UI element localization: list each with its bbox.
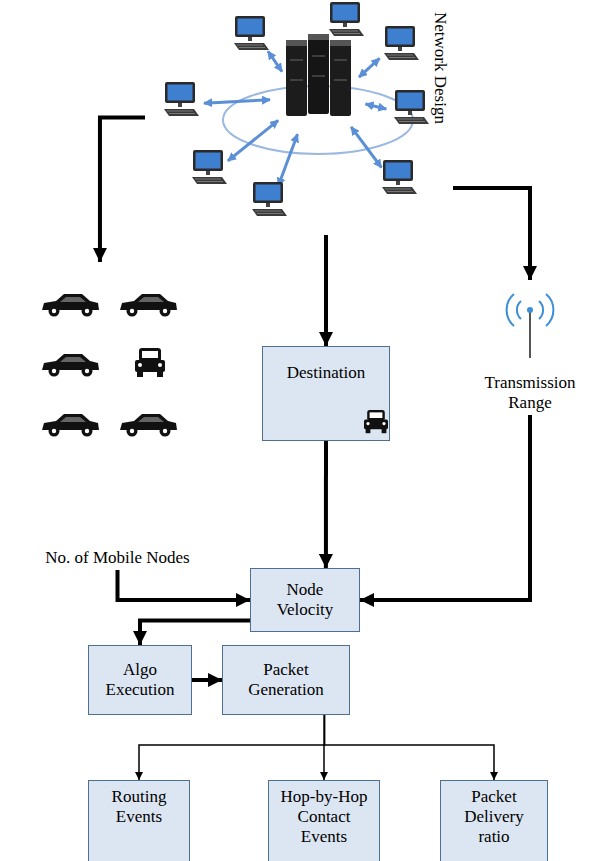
process-box: Packet Generation <box>222 645 350 715</box>
flow-arrow <box>453 188 530 280</box>
flow-arrow <box>140 620 250 645</box>
node-label: Packet Delivery ratio <box>449 787 539 847</box>
flow-arrow <box>192 678 222 682</box>
network-illustration <box>164 2 429 216</box>
antenna-icon <box>507 294 554 358</box>
network-link-arrow <box>268 51 282 71</box>
network-link-arrow <box>351 127 381 168</box>
network-link-arrow <box>278 134 297 186</box>
node-label: Packet Generation <box>235 660 337 700</box>
antenna-node: Transmission Range <box>465 280 595 415</box>
output-box: Packet Delivery ratio <box>440 780 548 861</box>
vertical-title: Network Design <box>430 12 450 124</box>
mobile-nodes-group: No. of Mobile Nodes <box>20 262 215 570</box>
flow-arrow <box>118 570 251 600</box>
output-box: Routing Events <box>88 780 190 861</box>
flow-arrow <box>324 441 328 568</box>
node-label: Destination <box>287 363 365 383</box>
server-rack <box>286 34 351 116</box>
computer-icon <box>164 2 429 216</box>
flow-arrow <box>324 715 494 780</box>
node-label: Algo Execution <box>99 660 181 700</box>
node-label: Transmission Range <box>475 373 585 413</box>
network-link-arrow <box>228 120 278 161</box>
node-label: Routing Events <box>97 787 181 827</box>
flow-arrow <box>324 235 328 346</box>
network-illustration-node: Network Design <box>145 0 453 235</box>
process-box: Node Velocity <box>250 568 360 632</box>
car-icon <box>364 410 388 433</box>
node-label: Node Velocity <box>263 580 347 620</box>
car-icons <box>42 294 177 437</box>
process-box: Destination <box>262 346 390 441</box>
output-box: Hop-by-Hop Contact Events <box>268 780 380 861</box>
node-label: No. of Mobile Nodes <box>45 548 189 568</box>
network-link-arrow <box>359 58 380 77</box>
node-label: Hop-by-Hop Contact Events <box>277 787 371 847</box>
flow-arrow <box>139 715 324 780</box>
flow-arrow <box>100 118 145 263</box>
network-link-arrow <box>365 104 386 109</box>
process-box: Algo Execution <box>88 645 192 715</box>
flow-arrow <box>360 415 530 600</box>
network-link-arrow <box>204 100 270 103</box>
